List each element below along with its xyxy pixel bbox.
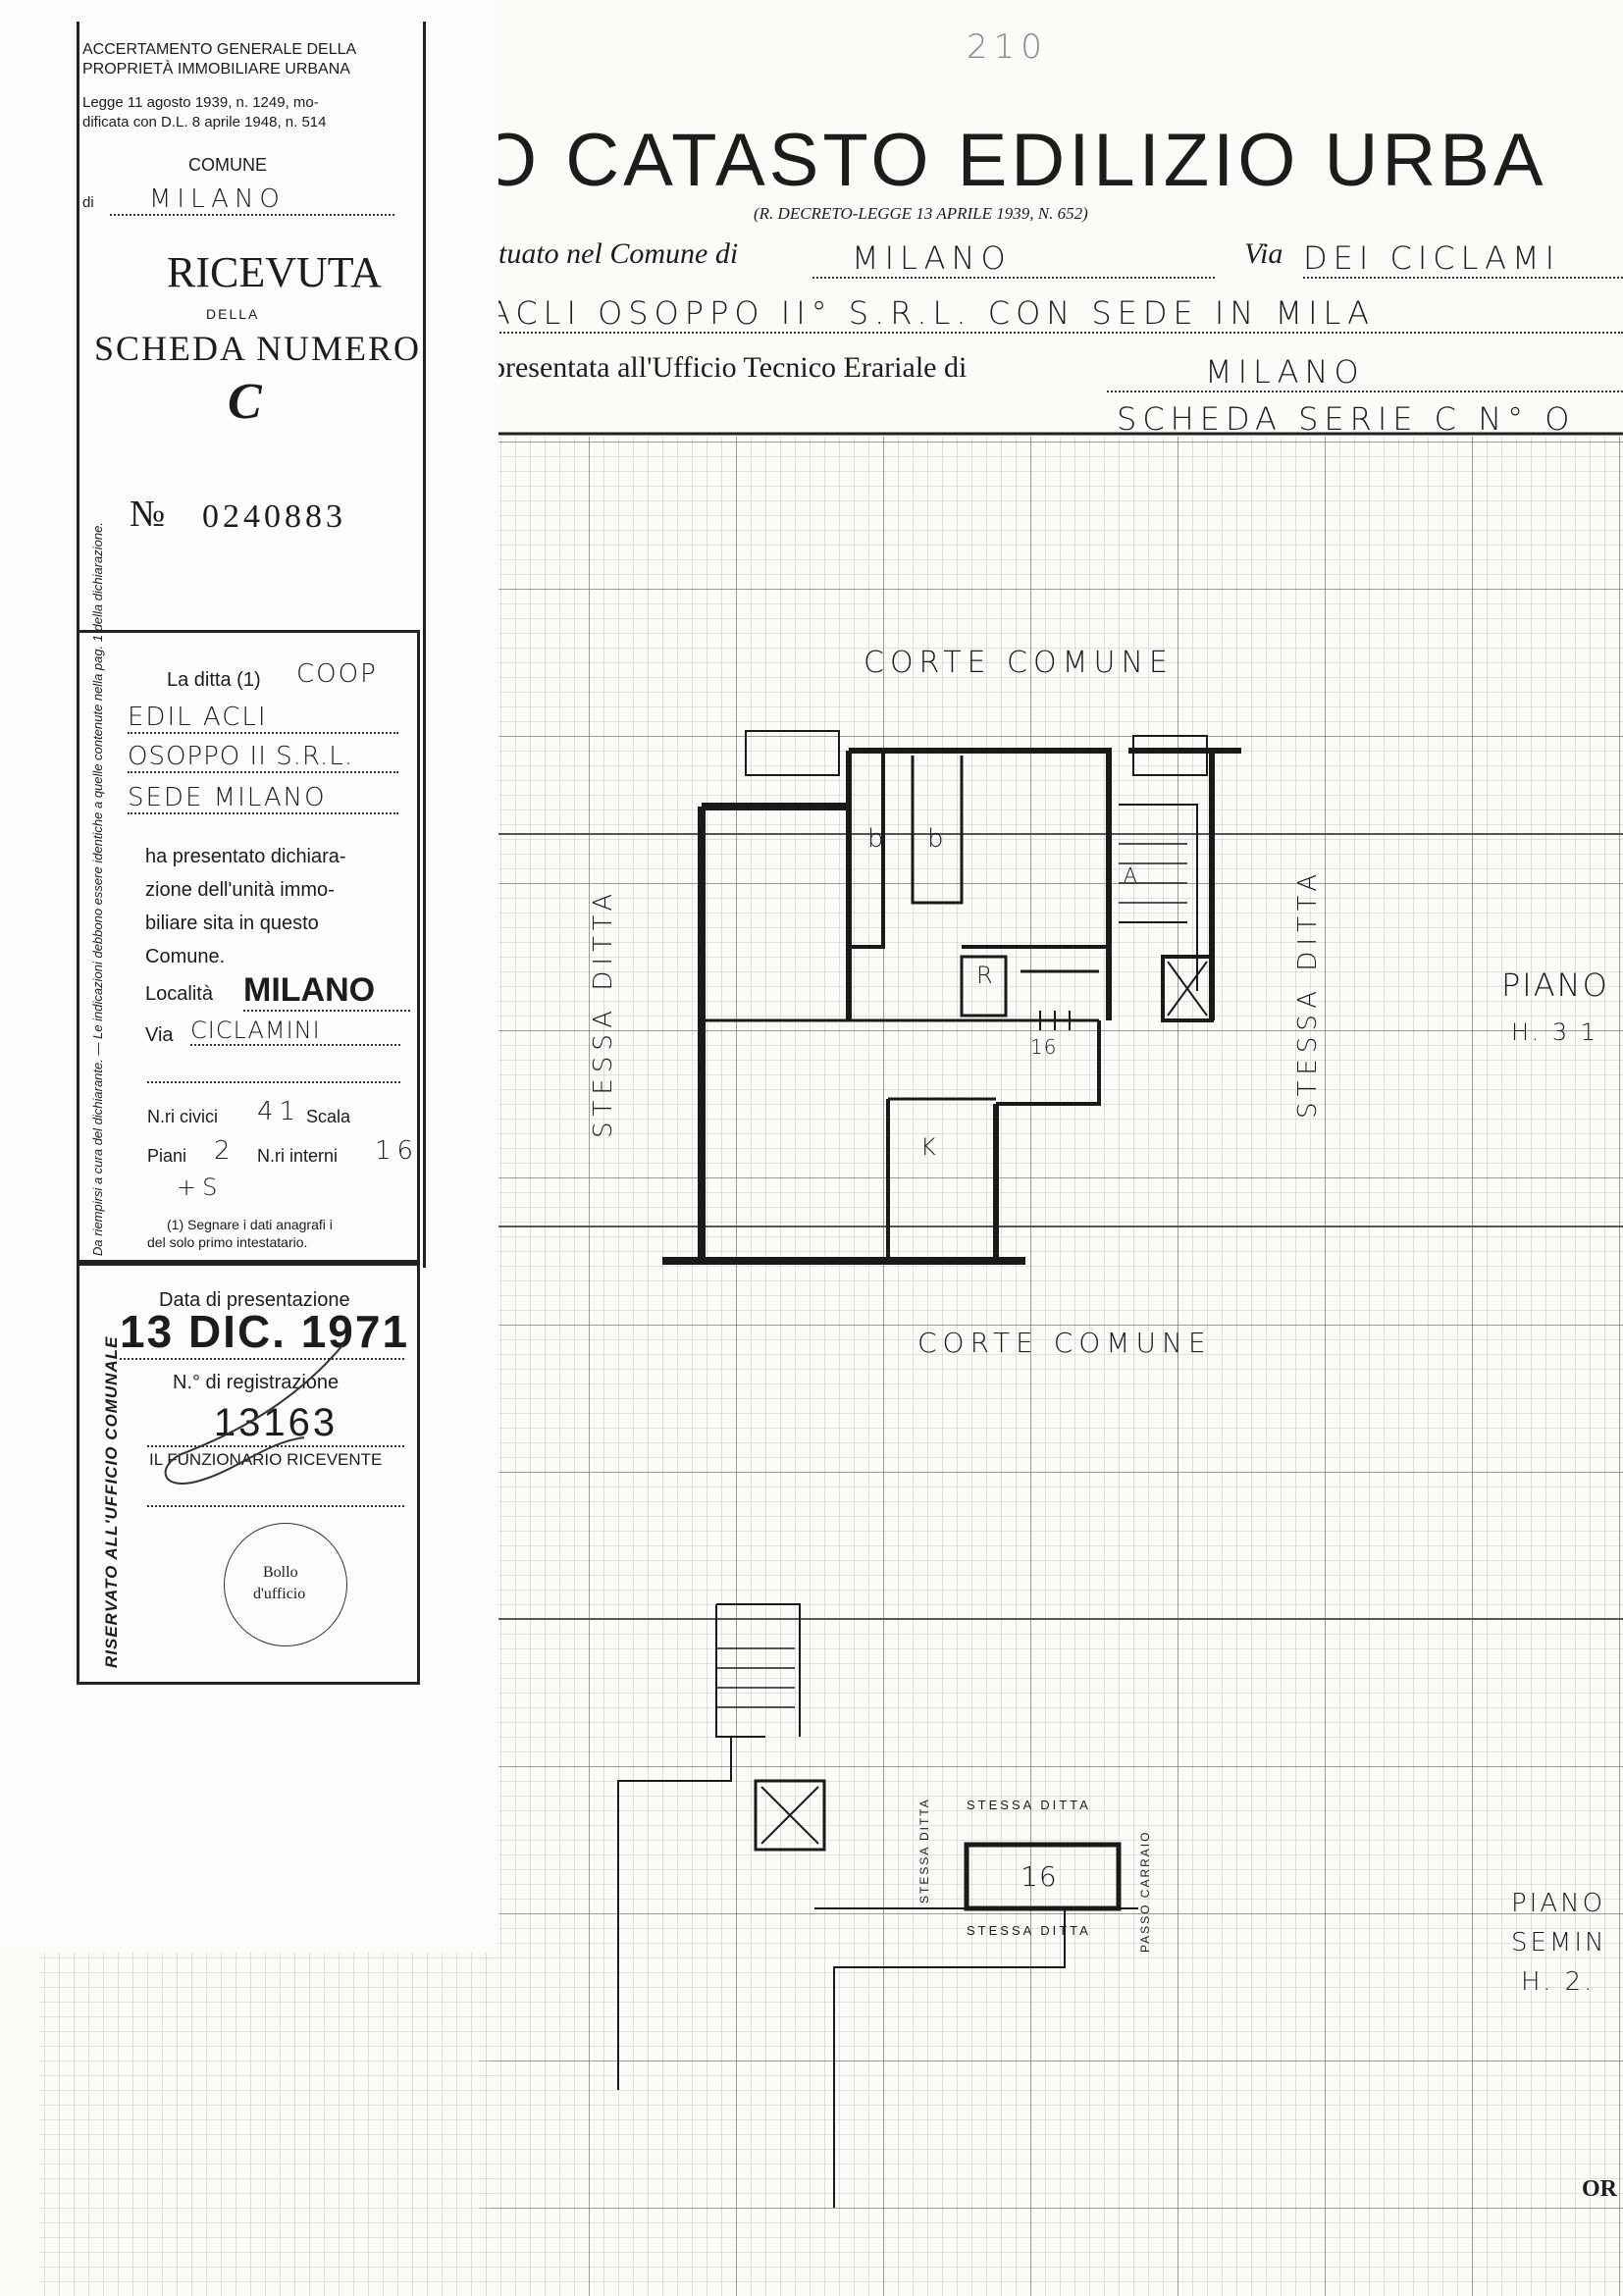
header-via-label: Via: [1244, 237, 1283, 270]
localita-value: MILANO: [243, 971, 410, 1012]
piano-height-label: H. 3 1: [1511, 1018, 1599, 1046]
lower-piano-label: PIANO: [1511, 1889, 1606, 1918]
corte-bottom-label: CORTE COMUNE: [917, 1327, 1212, 1359]
unit-number-label: 16: [1030, 1035, 1058, 1059]
piano-label: PIANO: [1501, 966, 1609, 1004]
signature-scribble: [164, 1344, 344, 1485]
stessa-left-label: STESSA DITTA: [589, 887, 618, 1138]
stamp-line2: d'ufficio: [253, 1586, 306, 1602]
reserved-label: RISERVATO ALL'UFFICIO COMUNALE: [102, 1335, 121, 1668]
document-header: O CATASTO EDILIZIO URBA (R. DECRETO-LEGG…: [479, 0, 1623, 438]
funz-signature-line: [147, 1501, 404, 1507]
header-line1-label: situato nel Comune di: [479, 237, 739, 270]
via-continuation: [147, 1077, 400, 1083]
receipt-di-label: di: [82, 194, 94, 211]
reg-label: N.° di registrazione: [173, 1372, 340, 1393]
receipt-org-line1: ACCERTAMENTO GENERALE DELLA: [82, 41, 357, 58]
cellar-number-label: 16: [1021, 1860, 1058, 1893]
receipt-title4: C: [228, 374, 262, 430]
header-line3-label: presentata all'Ufficio Tecnico Erariale …: [491, 351, 968, 384]
footnote-line2: del solo primo intestatario.: [147, 1234, 308, 1250]
stair-a-label: A: [1124, 863, 1143, 887]
decl-line2: zione dell'unità immo-: [145, 879, 335, 901]
receipt-card: ACCERTAMENTO GENERALE DELLA PROPRIETÀ IM…: [0, 0, 498, 1953]
civici-value: 41: [257, 1097, 302, 1126]
decl-line1: ha presentato dichiara-: [145, 846, 346, 867]
header-title: O CATASTO EDILIZIO URBA: [479, 119, 1547, 202]
funz-label: IL FUNZIONARIO RICEVENTE: [149, 1450, 383, 1469]
cellar-top-label: STESSA DITTA: [967, 1798, 1091, 1812]
ditta-value1: COOP: [296, 659, 378, 689]
header-owner-value: ACLI OSOPPO II° S.R.L. CON SEDE IN MILA: [489, 294, 1623, 334]
header-scheda-value: SCHEDA SERIE C N° O: [1117, 400, 1576, 438]
corte-top-label: CORTE COMUNE: [864, 646, 1174, 680]
receipt-comune-value: MILANO: [110, 184, 394, 216]
lower-semi-label: SEMIN: [1511, 1928, 1607, 1957]
lower-h-label: H. 2.: [1521, 1967, 1596, 1997]
receipt-title1: RICEVUTA: [167, 248, 382, 296]
room-k-label: K: [920, 1133, 942, 1161]
receipt-number-prefix: №: [130, 494, 166, 535]
scala-label: Scala: [306, 1107, 351, 1126]
page-number: 210: [967, 27, 1048, 67]
ditta-value2: EDIL ACLI: [128, 703, 398, 734]
decl-line3: biliare sita in questo: [145, 913, 319, 934]
stamp-line1: Bollo: [263, 1564, 298, 1581]
stessa-right-label: STESSA DITTA: [1293, 867, 1323, 1119]
receipt-number-value: 0240883: [202, 498, 346, 535]
receipt-comune-label: COMUNE: [188, 155, 267, 175]
declaration-section: [77, 630, 420, 1263]
header-comune-value: MILANO: [812, 239, 1215, 279]
room-r-label: R: [976, 962, 999, 989]
via-label: Via: [145, 1024, 174, 1046]
interni-label: N.ri interni: [257, 1146, 339, 1166]
via-value: CICLAMINI: [190, 1017, 400, 1046]
localita-label: Località: [145, 983, 213, 1005]
ditta-label: La ditta (1): [167, 669, 261, 691]
receipt-org-line2: PROPRIETÀ IMMOBILIARE URBANA: [82, 61, 350, 78]
extra-value: +S: [177, 1174, 224, 1201]
room-b2-label: b: [927, 824, 950, 854]
header-ufficio-value: MILANO: [1107, 353, 1623, 392]
receipt-title2: DELLA: [206, 306, 260, 322]
piani-label: Piani: [147, 1146, 187, 1166]
ditta-value4: SEDE MILANO: [128, 783, 398, 814]
data-value: 13 DIC. 1971: [120, 1305, 407, 1360]
receipt-law-line1: Legge 11 agosto 1939, n. 1249, mo-: [82, 94, 319, 111]
cellar-bottom-label: STESSA DITTA: [967, 1923, 1091, 1938]
ditta-value3: OSOPPO II S.R.L.: [128, 742, 398, 773]
footnote-line1: (1) Segnare i dati anagrafi i: [167, 1217, 333, 1232]
reserved-section: [77, 1263, 420, 1685]
receipt-law-line2: dificata con D.L. 8 aprile 1948, n. 514: [82, 114, 327, 130]
civici-label: N.ri civici: [147, 1107, 218, 1126]
decl-line4: Comune.: [145, 946, 226, 967]
stamp-circle: [224, 1523, 347, 1646]
declaration-side-note: Da riempirsi a cura del dichiarante. — L…: [90, 522, 105, 1256]
room-b1-label: b: [867, 824, 890, 854]
bottom-right-label: OR: [1582, 2176, 1617, 2202]
data-label: Data di presentazione: [159, 1289, 350, 1311]
receipt-title3: SCHEDA NUMERO: [94, 329, 422, 368]
header-via-value: DEI CICLAMI: [1303, 239, 1623, 279]
interni-value: 16: [375, 1136, 420, 1166]
piani-value: 2: [214, 1136, 236, 1166]
cellar-right-label: PASSO CARRAIO: [1138, 1830, 1152, 1953]
cellar-left-label: STESSA DITTA: [917, 1798, 931, 1904]
header-subtitle: (R. DECRETO-LEGGE 13 APRILE 1939, N. 652…: [754, 204, 1088, 223]
